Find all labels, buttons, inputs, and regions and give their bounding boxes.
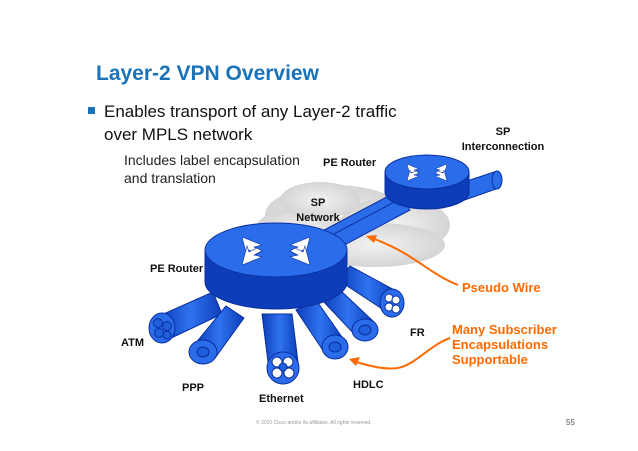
atm-label: ATM bbox=[121, 337, 145, 349]
encapsulation-arrow bbox=[349, 337, 451, 370]
many-subscriber-line1: Many Subscriber bbox=[452, 322, 557, 337]
pe-router-left-icon bbox=[204, 222, 348, 310]
page-number: 55 bbox=[566, 418, 575, 427]
many-subscriber-line3: Supportable bbox=[452, 352, 528, 367]
sp-interconnection-line2: Interconnection bbox=[461, 141, 545, 153]
pe-router-top-label: PE Router bbox=[323, 157, 377, 169]
sp-interconnection-line1: SP bbox=[495, 126, 511, 138]
slide-title: Layer-2 VPN Overview bbox=[96, 62, 319, 85]
sp-network-label: SP Network bbox=[290, 196, 346, 226]
copyright-footer: © 2010 Cisco and/or its affiliates. All … bbox=[256, 420, 372, 426]
ppp-label: PPP bbox=[182, 382, 205, 394]
sub-bullet-text: Includes label encapsulation and transla… bbox=[124, 152, 300, 186]
pseudo-wire-label: Pseudo Wire bbox=[462, 280, 541, 295]
pe-router-left-label: PE Router bbox=[150, 263, 204, 275]
subscriber-tubes bbox=[148, 265, 405, 385]
hdlc-label: HDLC bbox=[353, 379, 384, 391]
many-subscriber-line2: Encapsulations bbox=[452, 337, 549, 352]
bullet-text: Enables transport of any Layer-2 traffic… bbox=[104, 102, 397, 144]
bullet-square-icon bbox=[88, 107, 95, 114]
ethernet-label: Ethernet bbox=[259, 393, 304, 405]
fr-label: FR bbox=[410, 327, 425, 339]
many-subscriber-label: Many Subscriber Encapsulations Supportab… bbox=[452, 322, 557, 367]
sp-network-line1: SP bbox=[310, 197, 326, 209]
pe-router-top-icon bbox=[384, 154, 503, 210]
pseudo-wire-arrow bbox=[366, 235, 459, 286]
sp-interconnection-label: SP Interconnection bbox=[453, 125, 553, 155]
sp-network-line2: Network bbox=[296, 212, 340, 224]
